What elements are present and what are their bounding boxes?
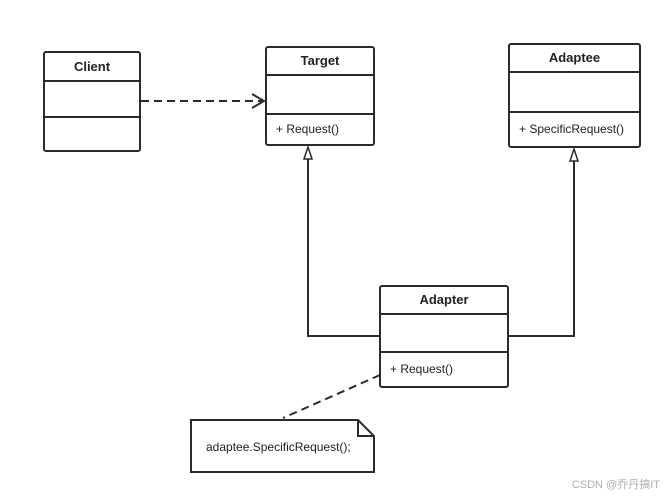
class-target-operation: + Request() [276, 122, 340, 136]
class-client-title: Client [45, 53, 139, 82]
class-client-operations [45, 118, 139, 150]
class-adapter-operation: + Request() [390, 362, 454, 376]
class-adapter-operations: + Request() [381, 353, 507, 386]
class-adaptee-operations: + SpecificRequest() [510, 113, 639, 146]
dependency-arrowhead [251, 93, 266, 109]
note-shape [190, 419, 375, 473]
adapter-note-link [282, 374, 381, 419]
class-adapter: Adapter + Request() [379, 285, 509, 388]
class-adaptee-operation: + SpecificRequest() [519, 122, 625, 136]
adapter-target-link [307, 159, 380, 337]
class-adaptee-title: Adaptee [510, 45, 639, 73]
target-triangle-arrowhead [302, 144, 314, 160]
class-client-attributes [45, 82, 139, 118]
adaptee-triangle-arrowhead [568, 146, 580, 162]
class-adapter-title: Adapter [381, 287, 507, 315]
class-adapter-attributes [381, 315, 507, 353]
class-adaptee-attributes [510, 73, 639, 113]
class-adaptee: Adaptee + SpecificRequest() [508, 43, 641, 148]
watermark: CSDN @乔丹搞IT [571, 479, 660, 491]
class-client: Client [43, 51, 141, 152]
class-target-operations: + Request() [267, 115, 373, 144]
class-target-attributes [267, 76, 373, 115]
adapter-adaptee-link [508, 161, 575, 337]
note-text: adaptee.SpecificRequest(); [206, 440, 351, 454]
note-fold [357, 420, 374, 437]
class-target: Target + Request() [265, 46, 375, 146]
class-target-title: Target [267, 48, 373, 76]
